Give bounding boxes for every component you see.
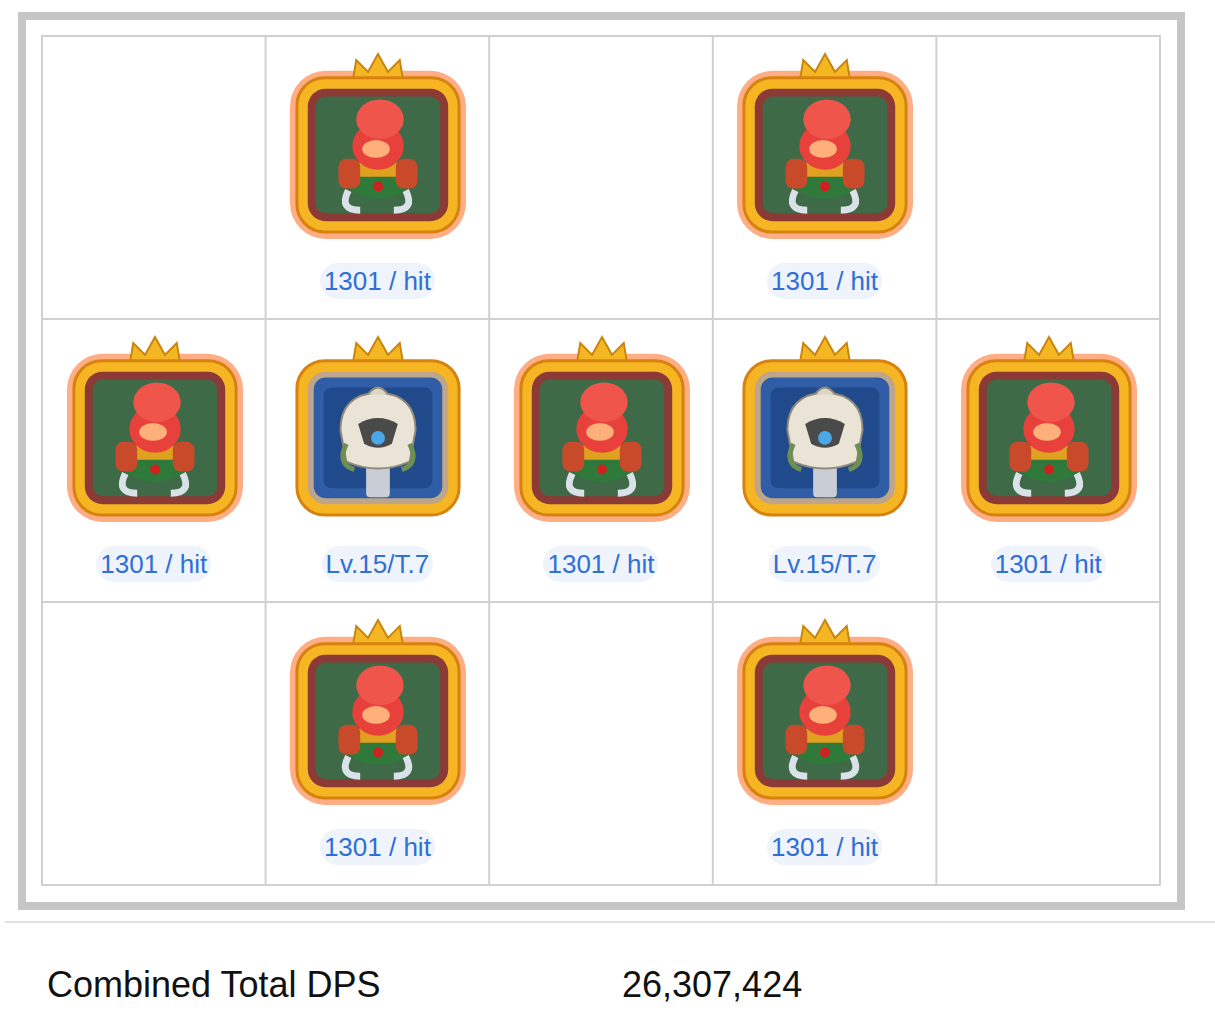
grid-lines bbox=[42, 36, 1160, 885]
stat-caption: Combined Total DPS bbox=[47, 964, 381, 1006]
unit-cell: 1301 / hit bbox=[936, 319, 1160, 602]
board-frame bbox=[18, 12, 1185, 910]
statue-icon bbox=[744, 337, 906, 515]
divider-line bbox=[5, 921, 1215, 923]
unit-stat-label: Lv.15/T.7 bbox=[769, 546, 881, 582]
unit-stat-label: 1301 / hit bbox=[543, 546, 658, 582]
stat-value: 26,307,424 bbox=[622, 964, 802, 1006]
unit-cell: Lv.15/T.7 bbox=[713, 319, 937, 602]
hero-icon bbox=[737, 54, 913, 239]
unit-stat-label: 1301 / hit bbox=[991, 546, 1106, 582]
board-ground bbox=[26, 20, 1177, 902]
unit-cell: 1301 / hit bbox=[42, 319, 266, 602]
unit-stat-label: 1301 / hit bbox=[96, 546, 211, 582]
unit-stat-label: 1301 / hit bbox=[320, 829, 435, 865]
statue-icon bbox=[297, 337, 459, 515]
hero-icon bbox=[514, 337, 690, 522]
unit-cell: 1301 / hit bbox=[713, 36, 937, 319]
hero-icon bbox=[290, 54, 466, 239]
unit-cell: 1301 / hit bbox=[489, 319, 713, 602]
unit-cell: 1301 / hit bbox=[713, 602, 937, 885]
unit-stat-label: 1301 / hit bbox=[767, 829, 882, 865]
unit-cell: Lv.15/T.7 bbox=[266, 319, 490, 602]
unit-stat-label: Lv.15/T.7 bbox=[322, 546, 434, 582]
hero-icon bbox=[67, 337, 243, 522]
unit-cell: 1301 / hit bbox=[266, 36, 490, 319]
hero-icon bbox=[961, 337, 1137, 522]
hero-icon bbox=[290, 620, 466, 805]
unit-stat-label: 1301 / hit bbox=[767, 263, 882, 299]
unit-cell: 1301 / hit bbox=[266, 602, 490, 885]
unit-stat-label: 1301 / hit bbox=[320, 263, 435, 299]
hero-icon bbox=[737, 620, 913, 805]
